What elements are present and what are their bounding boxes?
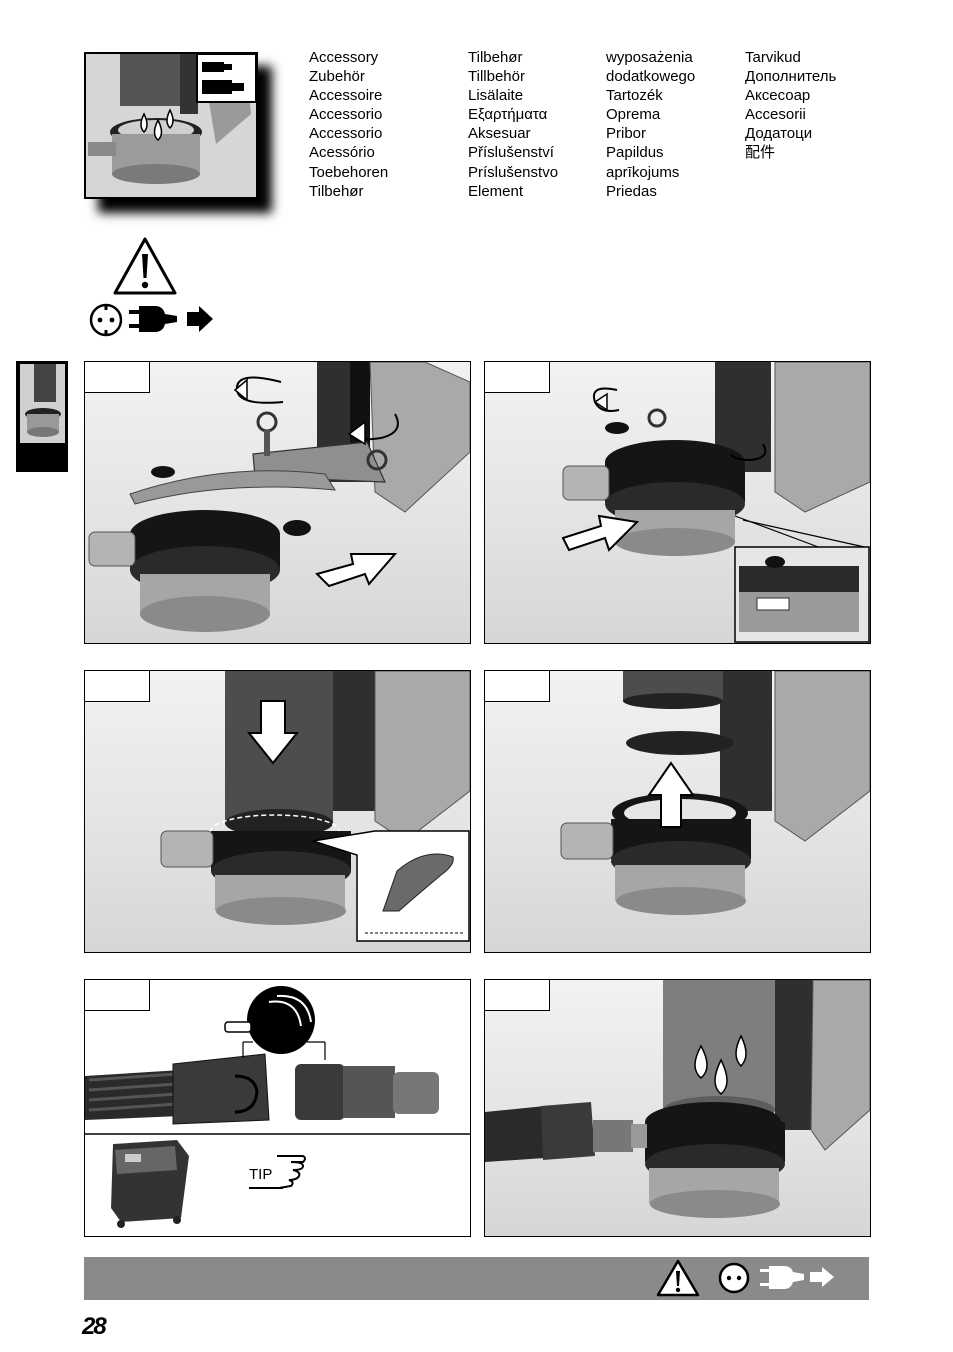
step-panel-5: TIP: [84, 979, 471, 1237]
translation-label: Aksesuar: [468, 124, 558, 143]
step-panel-1: [84, 361, 471, 644]
language-column-3: wyposażenia dodatkowego Tartozék Oprema …: [606, 48, 695, 201]
unplug-instruction: [89, 302, 215, 338]
translation-label: Toebehoren: [309, 163, 388, 182]
translation-label: Accessorio: [309, 124, 388, 143]
step-panel-2: [484, 361, 871, 644]
translation-label: Дополнитель: [745, 67, 836, 86]
translation-label: Lisälaite: [468, 86, 558, 105]
translation-label: Zubehör: [309, 67, 388, 86]
push-arrow-icon: [317, 554, 395, 586]
tip-label: TIP: [249, 1166, 272, 1183]
translation-label: Tartozék: [606, 86, 695, 105]
translation-label: Pribor: [606, 124, 695, 143]
translation-label: Tilbehør: [309, 182, 388, 201]
translation-label: wyposażenia: [606, 48, 695, 67]
language-column-1: Accessory Zubehör Accessoire Accessorio …: [309, 48, 388, 201]
translation-label: Tilbehør: [468, 48, 558, 67]
power-socket-icon: [720, 1264, 748, 1292]
translation-label: Tarvikud: [745, 48, 836, 67]
translation-label: Аксесоар: [745, 86, 836, 105]
translation-label: Acessório: [309, 143, 388, 162]
translation-label: dodatkowego: [606, 67, 695, 86]
step-panel-3: [84, 670, 471, 953]
unplug-icon: [129, 306, 213, 332]
translation-label: Príslušenstvo: [468, 163, 558, 182]
unplug-icon: [760, 1266, 834, 1289]
translation-label: Додатоци: [745, 124, 836, 143]
translation-label: Priedas: [606, 182, 695, 201]
section-tab-thumbnail: [20, 364, 65, 443]
tip-hand-icon: TIP: [247, 1150, 311, 1192]
warning-triangle-icon: [112, 236, 178, 296]
translation-label: Accesorii: [745, 105, 836, 124]
page-number: 28: [82, 1313, 105, 1341]
step-panel-4: [484, 670, 871, 953]
warning-triangle-icon: [658, 1261, 698, 1295]
translation-label: aprīkojums: [606, 163, 695, 182]
translation-label: Oprema: [606, 105, 695, 124]
safety-bar: [84, 1257, 869, 1300]
translation-label: Accessoire: [309, 86, 388, 105]
translation-label: Element: [468, 182, 558, 201]
translation-label: 配件: [745, 143, 836, 162]
translation-label: Accessory: [309, 48, 388, 67]
language-column-4: Tarvikud Дополнитель Аксесоар Accesorii …: [745, 48, 836, 163]
translation-label: Papildus: [606, 143, 695, 162]
accessory-translations: Accessory Zubehör Accessoire Accessorio …: [309, 48, 869, 203]
translation-label: Příslušenství: [468, 143, 558, 162]
power-socket-icon: [91, 305, 121, 335]
header-thumbnail: [84, 52, 258, 199]
step-panel-6: [484, 979, 871, 1237]
translation-label: Tillbehör: [468, 67, 558, 86]
translation-label: Accessorio: [309, 105, 388, 124]
translation-label: Εξαρτήματα: [468, 105, 558, 124]
language-column-2: Tilbehør Tillbehör Lisälaite Εξαρτήματα …: [468, 48, 558, 201]
